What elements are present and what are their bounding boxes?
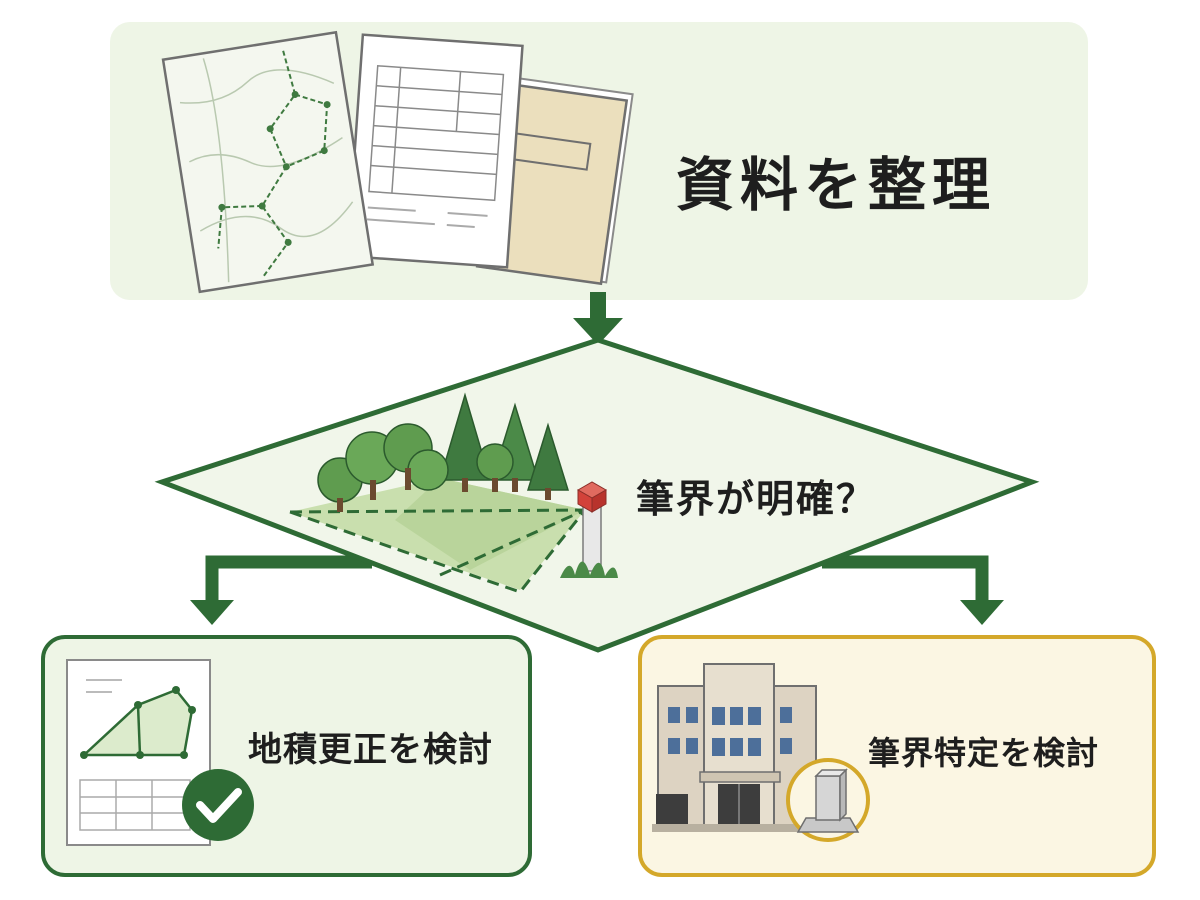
boundary-clear-question: 筆界が明確？ — [636, 477, 877, 521]
boundary-stone-badge-icon — [786, 758, 870, 842]
organize-materials-label: 資料を整理 — [676, 151, 997, 219]
check-badge-icon — [182, 769, 254, 841]
land-parcel-icon — [289, 392, 618, 594]
arrow-down-to-decision — [573, 292, 623, 345]
building-boundary-marker-icon — [652, 663, 822, 832]
documents-icon — [161, 30, 634, 294]
branch-arrow-right — [822, 555, 1004, 625]
survey-plan-check-icon — [66, 659, 211, 846]
branch-arrow-left — [190, 555, 372, 625]
cadastral-correction-label: 地積更正を検討 — [248, 730, 493, 770]
boundary-determination-label: 筆界特定を検討 — [868, 734, 1100, 772]
